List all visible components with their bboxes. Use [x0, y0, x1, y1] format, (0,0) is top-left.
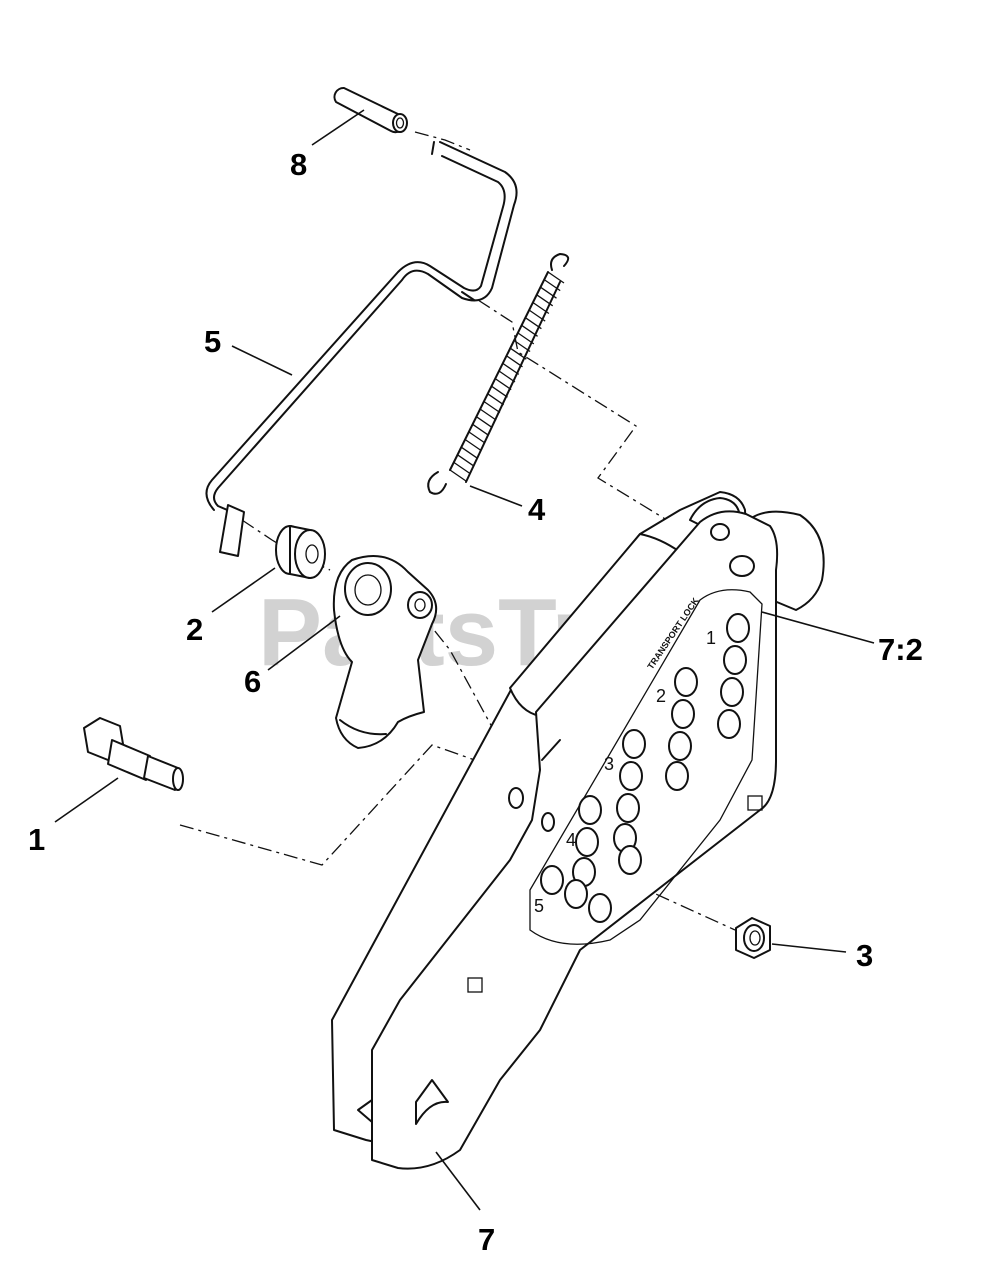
part-6-latch: [332, 555, 438, 749]
callout-8: 8: [290, 147, 307, 182]
callout-7-2: 7:2: [878, 632, 923, 667]
decal-hole: [717, 709, 741, 739]
decal-hole: [540, 865, 564, 895]
decal-group-1: 1: [706, 628, 716, 648]
callout-1: 1: [28, 822, 45, 857]
decal-group-2: 2: [656, 686, 666, 706]
callout-3: 3: [856, 938, 873, 973]
decal-hole: [564, 879, 588, 909]
part-5-lever-rod: [205, 141, 518, 557]
decal-hole: [588, 893, 612, 923]
part-3-flange-nut: [735, 917, 771, 959]
callout-labels: 8 5 4 2 6 7:2 1 3 7: [28, 147, 923, 1257]
decal-hole: [671, 699, 695, 729]
part-8-handle-grip: [333, 87, 408, 134]
part-4-spring: [427, 253, 570, 495]
decal-hole: [665, 761, 689, 791]
decal-group-3: 3: [604, 754, 614, 774]
part-1-shoulder-bolt: [83, 717, 184, 791]
decal-hole: [674, 667, 698, 697]
decal-hole: [723, 645, 747, 675]
callout-2: 2: [186, 612, 203, 647]
decal-hole: [616, 793, 640, 823]
part-7-bracket: TRANSPORT LOCK 1 2 3 4 5: [331, 491, 825, 1170]
decal-hole: [619, 761, 643, 791]
decal-adjustment-holes: [540, 613, 750, 923]
callout-5: 5: [204, 324, 221, 359]
decal-hole: [618, 845, 642, 875]
decal-hole: [720, 677, 744, 707]
callout-7: 7: [478, 1222, 495, 1257]
decal-hole: [575, 827, 599, 857]
leader-lines: [54, 109, 875, 1211]
callout-4: 4: [528, 492, 546, 527]
decal-hole: [622, 729, 646, 759]
decal-hole: [726, 613, 750, 643]
decal-hole: [578, 795, 602, 825]
callout-6: 6: [244, 664, 261, 699]
decal-group-5: 5: [534, 896, 544, 916]
decal-group-4: 4: [566, 830, 576, 850]
part-2-bushing: [275, 525, 326, 579]
decal-hole: [668, 731, 692, 761]
